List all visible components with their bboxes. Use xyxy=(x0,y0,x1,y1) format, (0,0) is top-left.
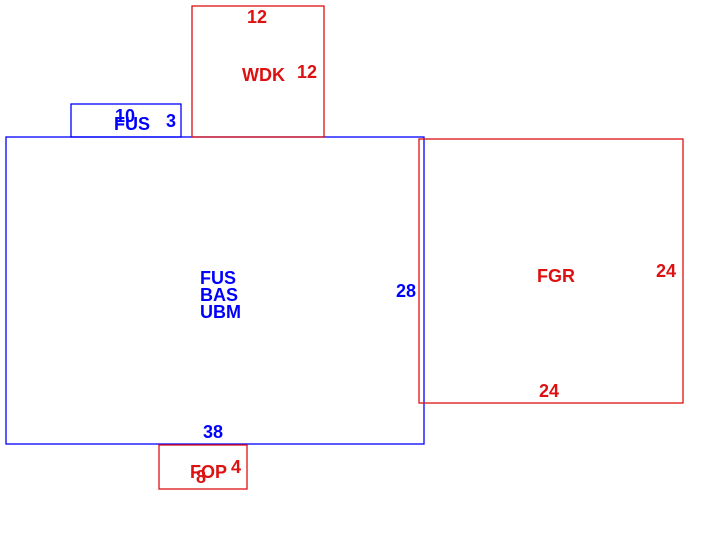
wood-deck-label: WDK xyxy=(242,65,285,85)
main-label-bas: BAS xyxy=(200,285,238,305)
garage-outline xyxy=(418,138,684,404)
upper-strip-outline xyxy=(70,103,182,138)
main-depth-dimension: 28 xyxy=(396,281,416,301)
upper-strip-width-dimension: 10 xyxy=(115,106,135,126)
main-label-ubm: UBM xyxy=(200,302,241,322)
garage-side-dimension: 24 xyxy=(656,261,676,281)
main-width-dimension: 38 xyxy=(203,422,223,442)
garage-bottom-dimension: 24 xyxy=(539,381,559,401)
open-porch-area: FOP 8 4 xyxy=(158,444,248,490)
garage-area: FGR 24 24 xyxy=(418,138,684,404)
main-label-fus: FUS xyxy=(200,268,236,288)
main-area: FUS BAS UBM 38 28 xyxy=(5,136,425,445)
wood-deck-outline xyxy=(191,5,325,138)
upper-strip-area: 10 FUS 3 xyxy=(70,103,182,138)
open-porch-depth-dimension: 4 xyxy=(231,457,241,477)
upper-strip-label-fus: FUS xyxy=(114,114,150,134)
upper-strip-depth-dimension: 3 xyxy=(166,111,176,131)
wood-deck-side-dimension: 12 xyxy=(297,62,317,82)
garage-label: FGR xyxy=(537,266,575,286)
open-porch-width-dimension: 8 xyxy=(196,467,206,487)
wood-deck-area: 12 WDK 12 xyxy=(191,5,325,138)
open-porch-label: FOP xyxy=(190,462,227,482)
wood-deck-top-dimension: 12 xyxy=(247,7,267,27)
open-porch-outline xyxy=(158,444,248,490)
